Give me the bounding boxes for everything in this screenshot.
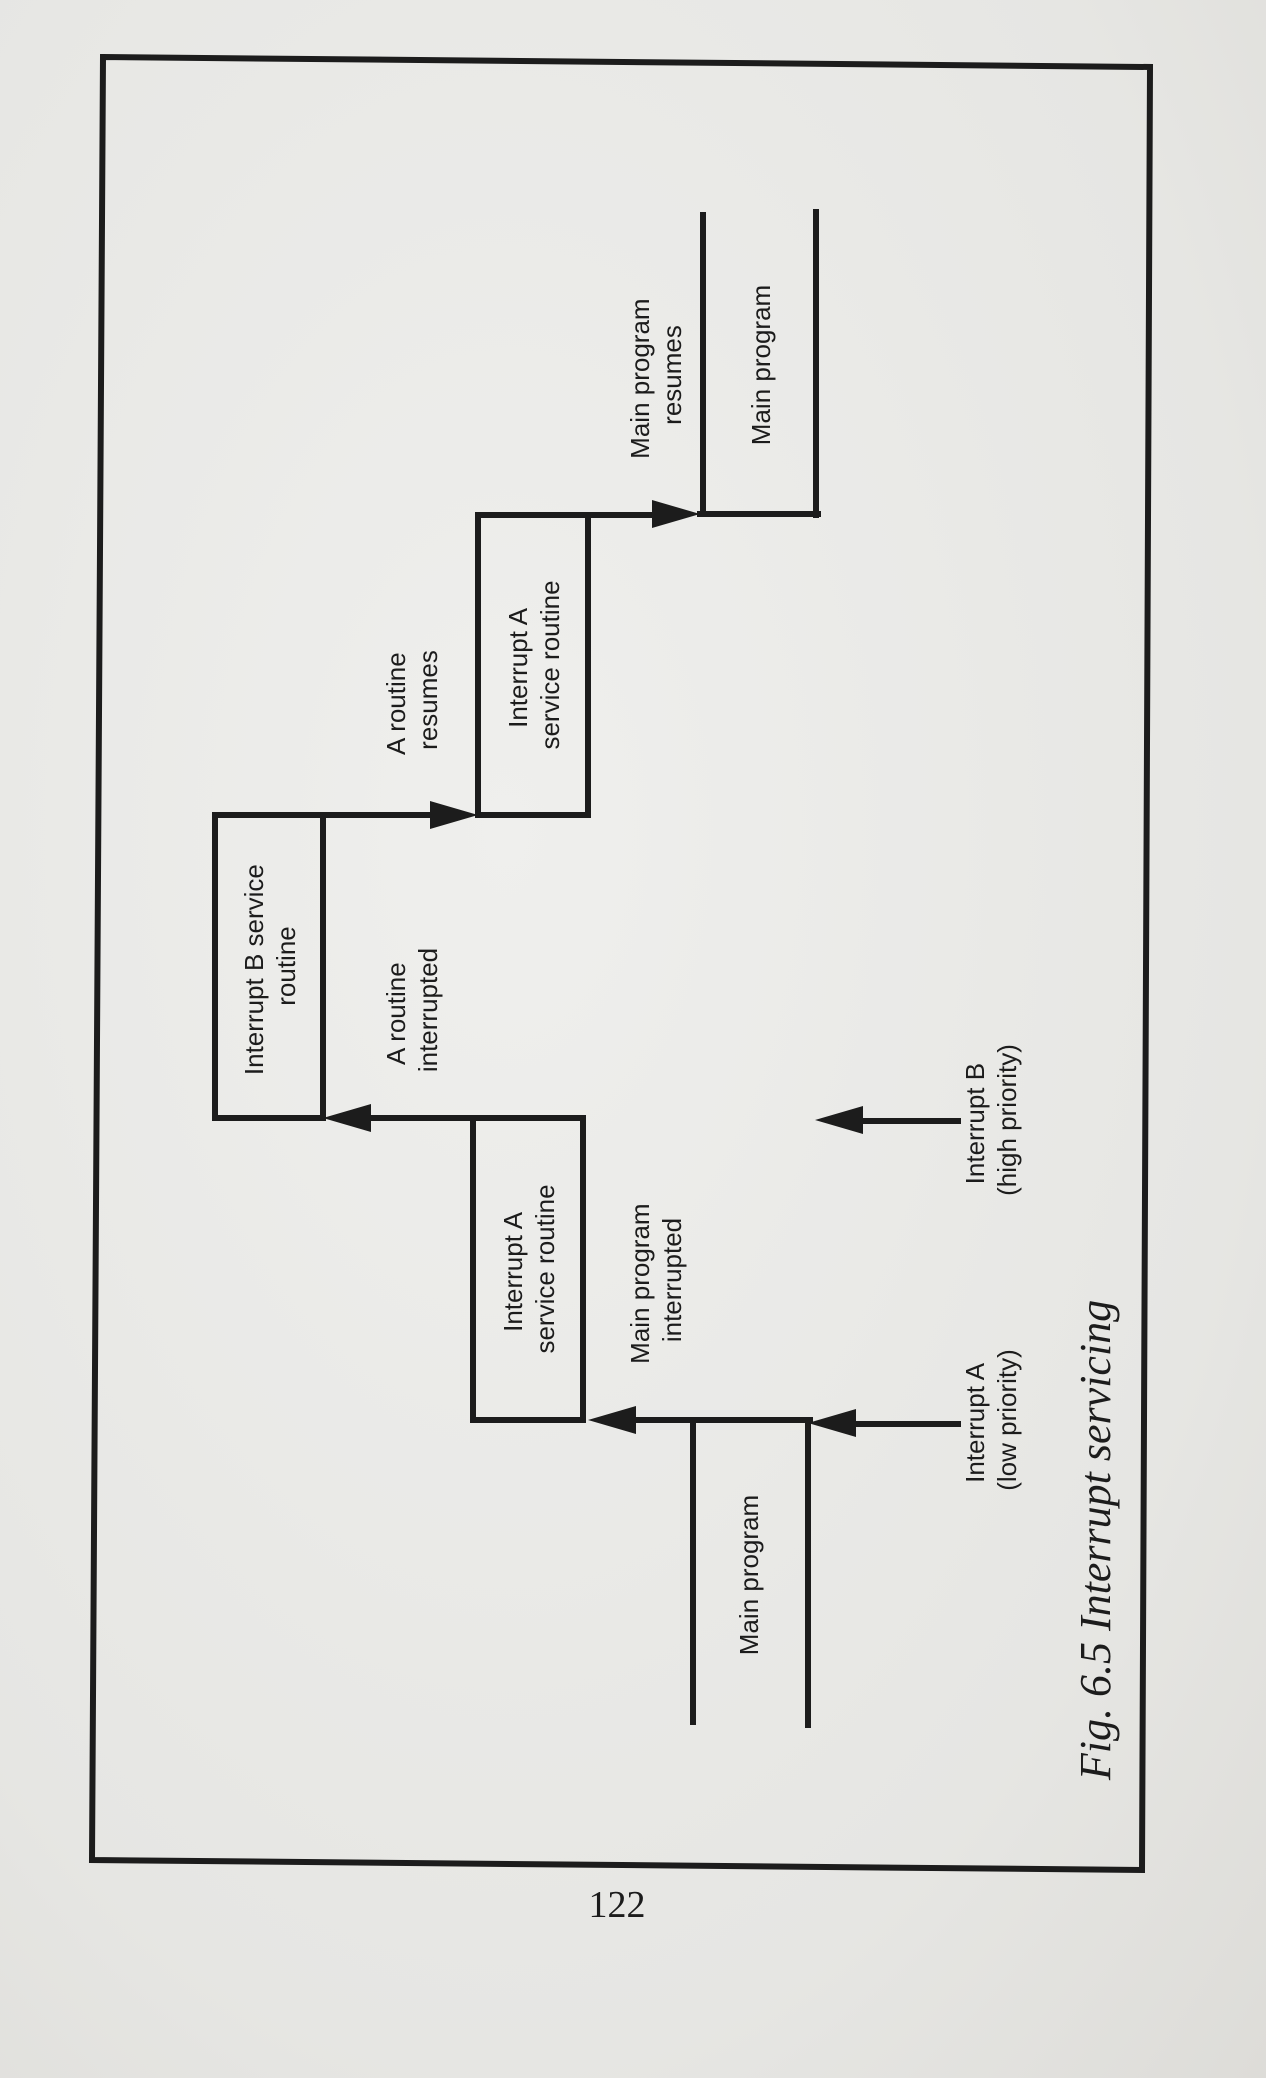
interrupt-b-label: Interrupt B service routine (239, 857, 301, 1075)
main-program-start-label: Main program (734, 1495, 764, 1655)
b-to-a-arrowhead (430, 801, 478, 829)
interrupt-b-signal-arrowhead (815, 1106, 863, 1134)
a-routine-resumes-label: A routine resumes (381, 645, 443, 755)
a-to-b-arrowhead (323, 1104, 371, 1132)
main-program-resumes-label: Main program resumes (625, 291, 687, 459)
interrupt-a-second-box (475, 512, 591, 818)
main-program-end-label: Main program (746, 285, 776, 445)
interrupt-a-source-label: Interrupt A (low priority) (960, 1349, 1022, 1491)
interrupt-a-first-label: Interrupt A service routine (498, 1184, 560, 1353)
main-to-a-arrowhead (588, 1406, 636, 1434)
interrupt-a-signal-arrowhead (808, 1409, 856, 1437)
a-routine-interrupted-label: A routine interrupted (381, 948, 443, 1072)
page-number: 122 (589, 1884, 646, 1926)
interrupt-b-box (212, 812, 326, 1121)
figure-caption: Fig. 6.5 Interrupt servicing (1071, 1300, 1120, 1781)
figure-frame (88, 53, 1154, 1874)
interrupt-a-first-box (470, 1115, 586, 1423)
interrupt-a-second-label: Interrupt A service routine (503, 580, 565, 749)
main-program-interrupted-label: Main program interrupted (625, 1196, 687, 1364)
a-to-main-arrowhead (652, 500, 700, 528)
interrupt-b-source-label: Interrupt B (high priority) (960, 1044, 1022, 1196)
